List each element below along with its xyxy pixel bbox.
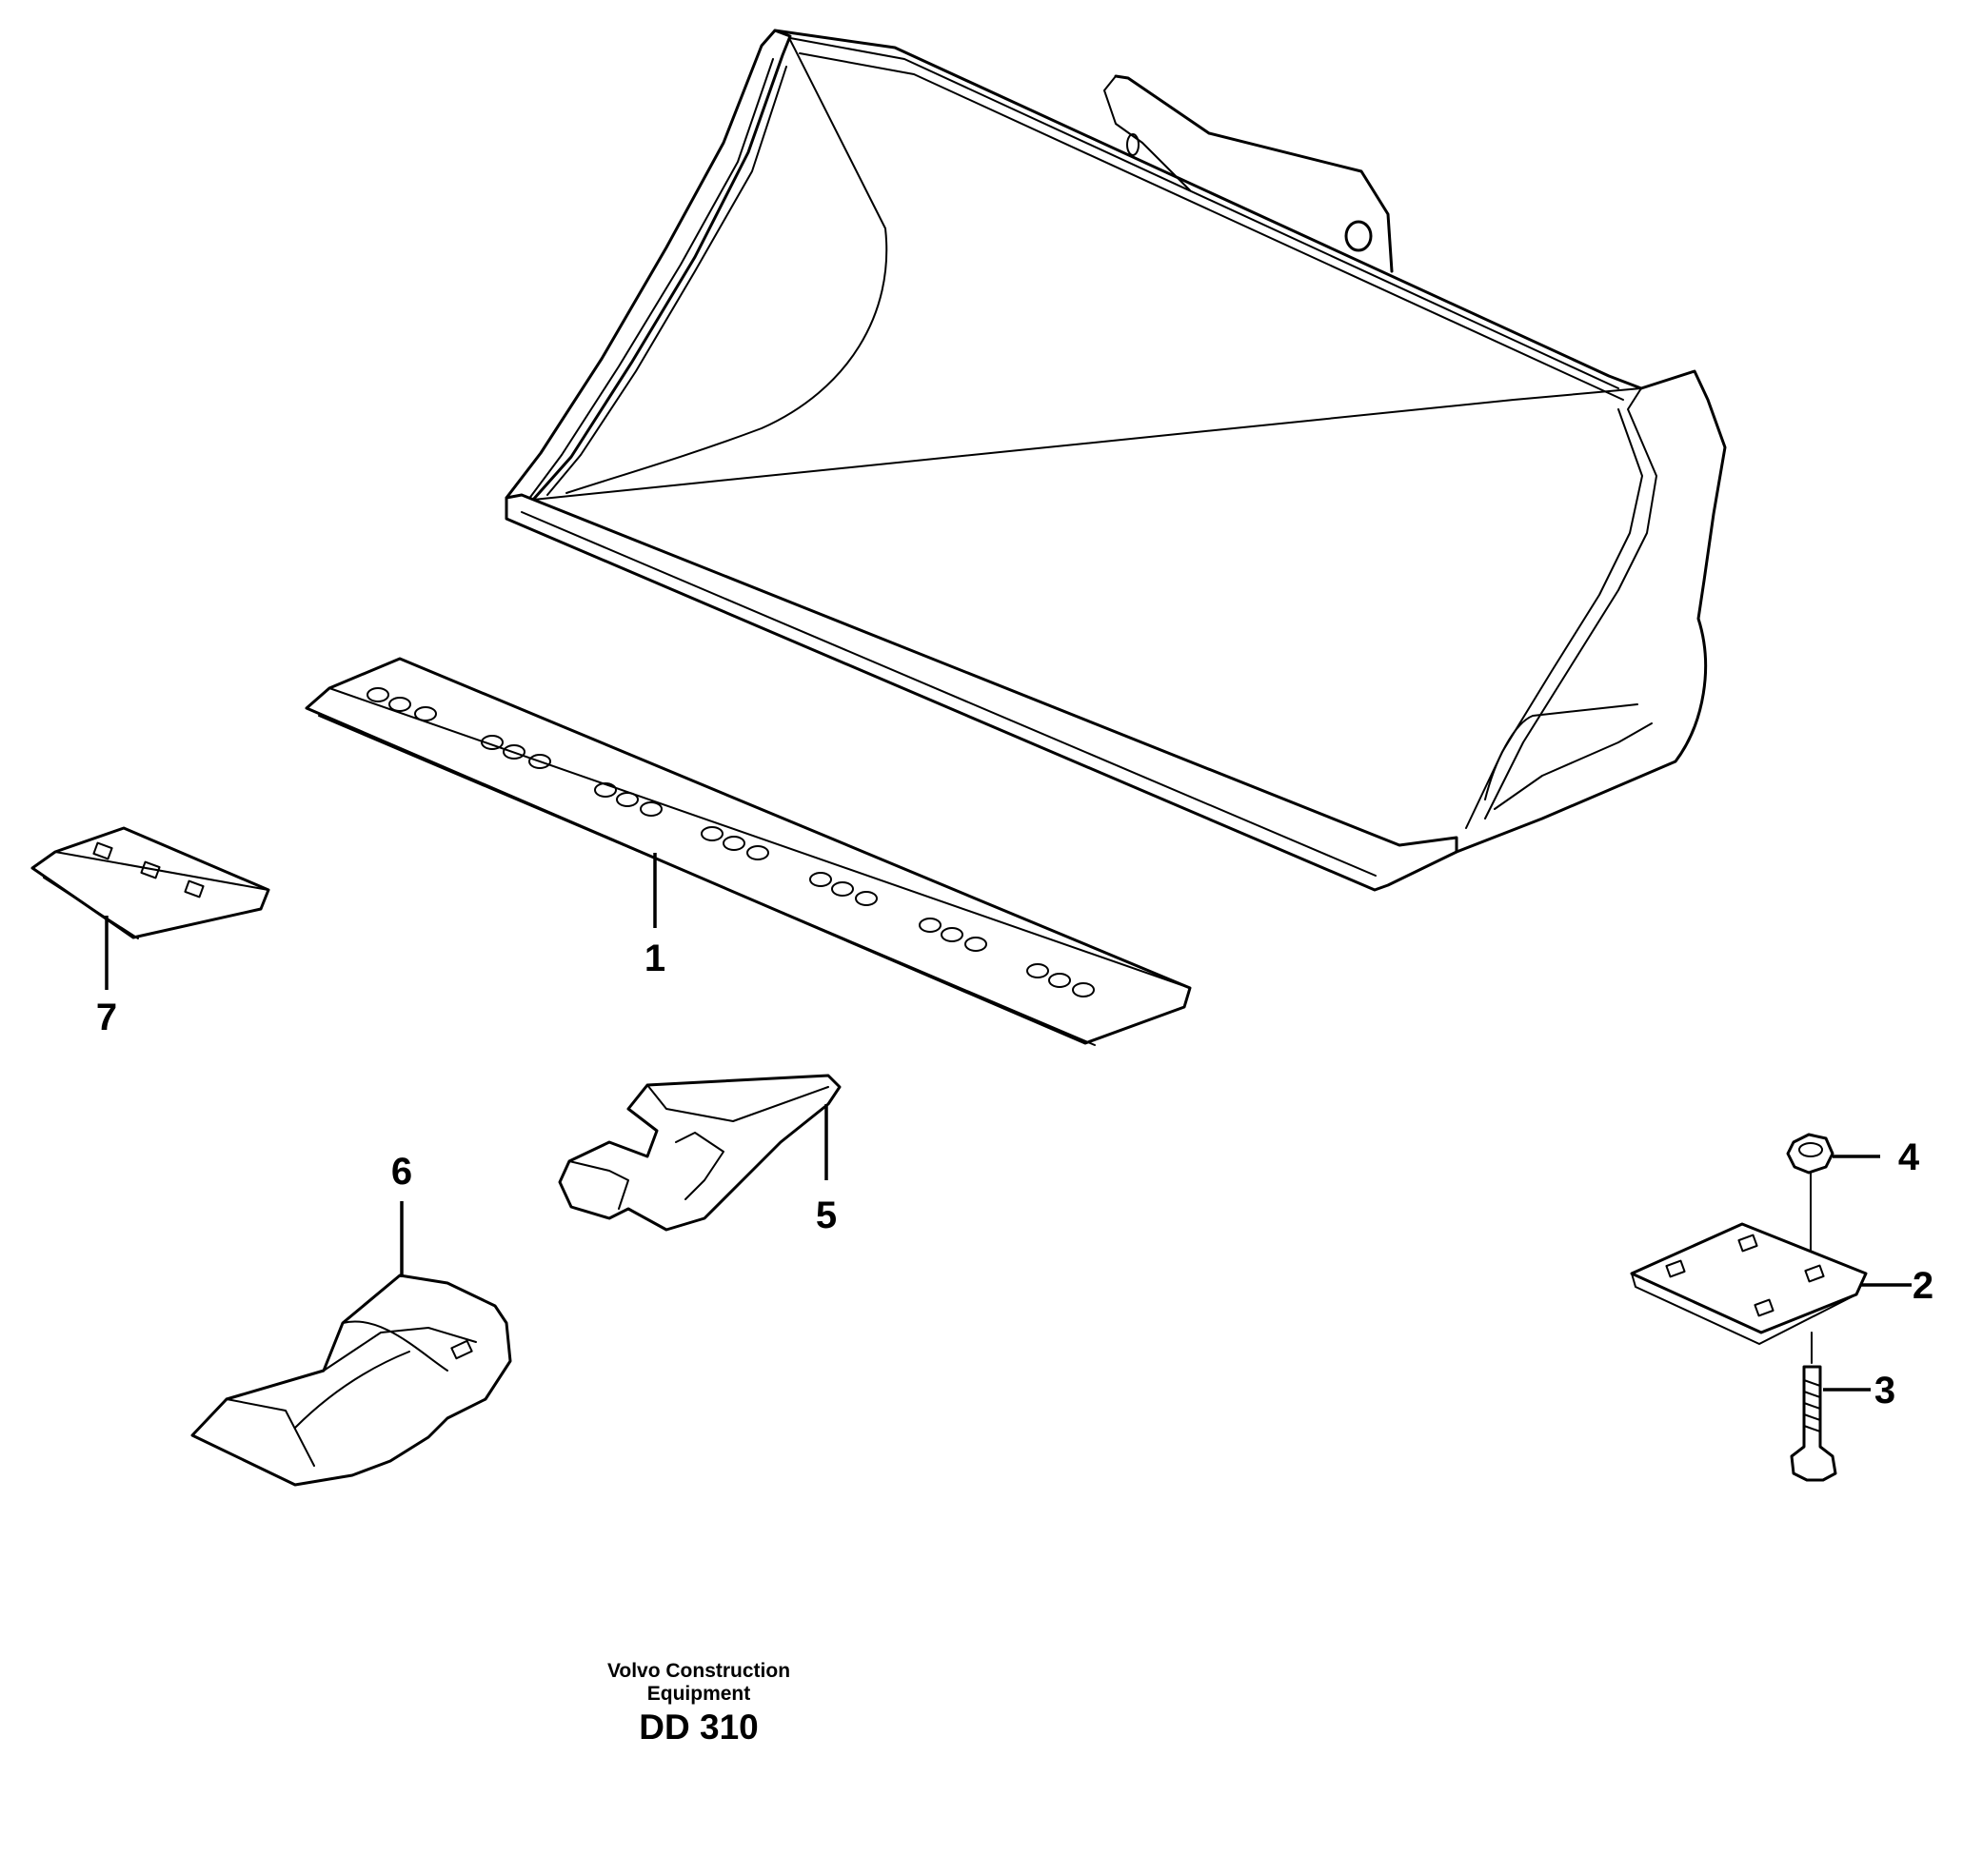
- nut: [1786, 1133, 1834, 1257]
- callout-3: 3: [1874, 1370, 1895, 1412]
- caption-drawing-code: DD 310: [639, 1708, 758, 1747]
- callout-1: 1: [644, 938, 665, 979]
- callout-4: 4: [1898, 1136, 1920, 1178]
- tooth: [190, 1274, 512, 1487]
- caption-company-line1: Volvo Construction: [607, 1660, 790, 1682]
- caption-company-line2: Equipment: [647, 1683, 751, 1705]
- bucket: [505, 29, 1727, 892]
- wear-plate-small: [30, 826, 270, 939]
- callout-6: 6: [391, 1151, 412, 1193]
- bolt-holes: [367, 687, 1095, 997]
- caption: Volvo Construction Equipment DD 310: [607, 1660, 790, 1747]
- wear-plate-large: [1630, 1222, 1868, 1345]
- cutting-edge-blade: [305, 657, 1192, 1046]
- tooth-adapter: [558, 1074, 842, 1232]
- callout-5: 5: [816, 1195, 837, 1236]
- callout-7: 7: [96, 997, 117, 1038]
- bolt: [1790, 1332, 1837, 1482]
- callout-2: 2: [1913, 1265, 1933, 1307]
